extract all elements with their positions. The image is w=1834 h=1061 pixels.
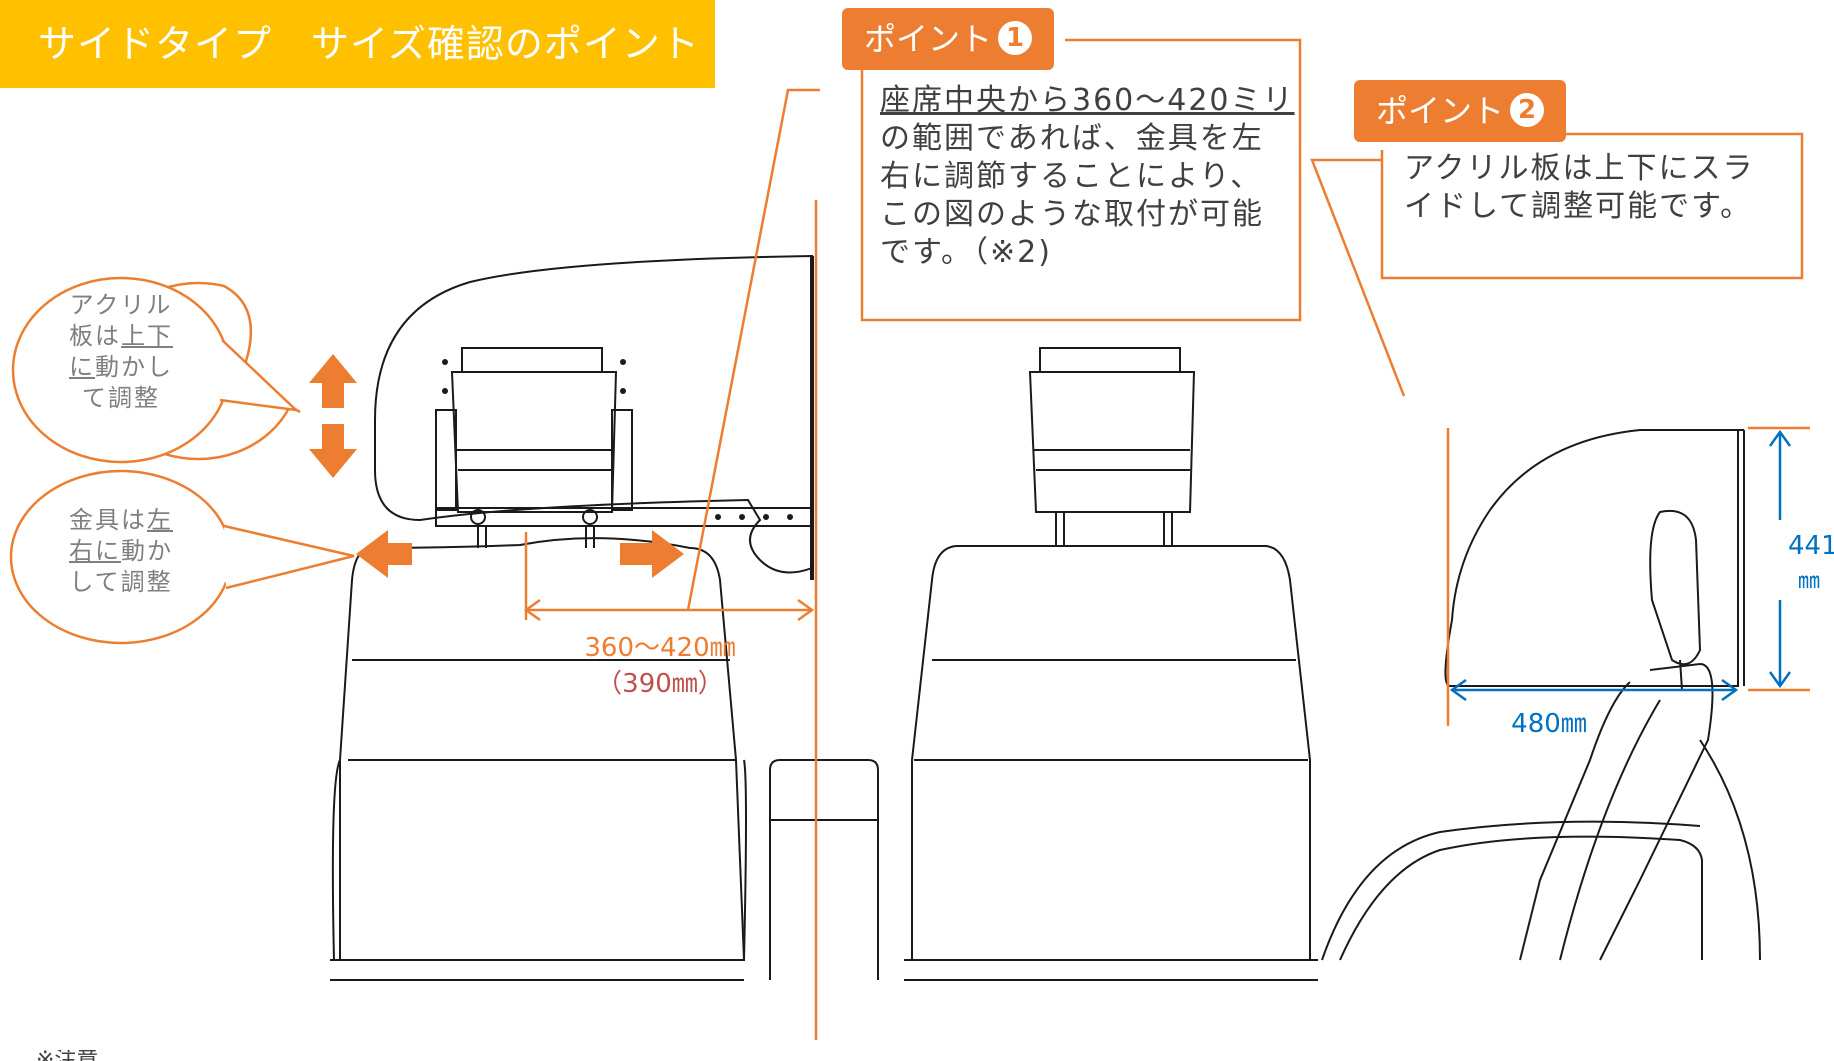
bubble-leftright-line1b: 左	[147, 506, 173, 534]
point1-line2: 右に調節することにより、	[880, 159, 1263, 194]
dimension-range-label: 360〜420㎜ （390㎜）	[560, 630, 760, 702]
center-seat-drawing	[769, 347, 1318, 981]
point2-number-icon: 2	[1510, 93, 1545, 127]
point2-line2: イドして調整可能です。	[1404, 189, 1753, 224]
bubble-updown-line2b: 上下	[121, 322, 173, 350]
bubble-updown-line2: 板は上下	[56, 321, 186, 352]
bubble-updown-line2a: 板は	[69, 322, 121, 350]
bubble-leftright-line2: 右に動か	[56, 536, 186, 567]
bubble-updown-line1: アクリル	[69, 291, 173, 319]
panel-holes	[442, 359, 793, 525]
point1-label: ポイント	[864, 20, 993, 58]
bubble-updown-text: アクリル 板は上下 に動かし て調整	[56, 290, 186, 414]
dimension-height-unit: ㎜	[1797, 569, 1820, 594]
point1-line1: の範囲であれば、金具を左	[880, 121, 1264, 156]
bubble-leftright-line1a: 金具は	[69, 506, 147, 534]
point1-note: 座席中央から360〜420ミリ の範囲であれば、金具を左 右に調節することにより…	[880, 82, 1300, 272]
point2-line1: アクリル板は上下にスラ	[1404, 151, 1755, 186]
point1-line0: 座席中央から360〜420ミリ	[880, 83, 1295, 118]
dimension-width-label: 480㎜	[1511, 709, 1587, 739]
point2-note: アクリル板は上下にスラ イドして調整可能です。	[1404, 150, 1794, 226]
point1-line3: この図のような取付が可能	[880, 197, 1264, 232]
bubble-updown-line3a: に	[69, 353, 95, 381]
footnote: ※注意	[36, 1050, 98, 1061]
bubble-leftright-line1: 金具は左	[56, 505, 186, 536]
bubble-leftright-line3: して調整	[69, 568, 173, 596]
dimension-height-value: 441	[1788, 531, 1834, 561]
page-title: サイドタイプ サイズ確認のポイント	[0, 0, 715, 88]
bubble-leftright-text: 金具は左 右に動か して調整	[56, 505, 186, 598]
bubble-updown-line4: て調整	[82, 384, 160, 412]
bubble-leftright-line2b: 動か	[121, 537, 173, 565]
dimension-range-value: 360〜420㎜	[584, 633, 736, 663]
bubble-leftright-line2a: 右に	[69, 537, 121, 565]
bubble-updown-line3: に動かし	[56, 352, 186, 383]
orange-guides	[523, 38, 1804, 1040]
dimension-height-label: 441 ㎜	[1788, 528, 1834, 600]
left-seat-drawing	[330, 254, 814, 981]
point1-line4: です。（※2)	[880, 235, 1052, 270]
point1-number-icon: 1	[998, 21, 1033, 55]
blue-dimensions	[1449, 426, 1810, 702]
point2-label: ポイント	[1376, 92, 1505, 130]
bubble-updown-line3b: 動かし	[95, 353, 173, 381]
orange-arrows	[309, 354, 684, 578]
side-seat-drawing	[1321, 429, 1761, 961]
dimension-range-sub: （390㎜）	[596, 669, 724, 699]
